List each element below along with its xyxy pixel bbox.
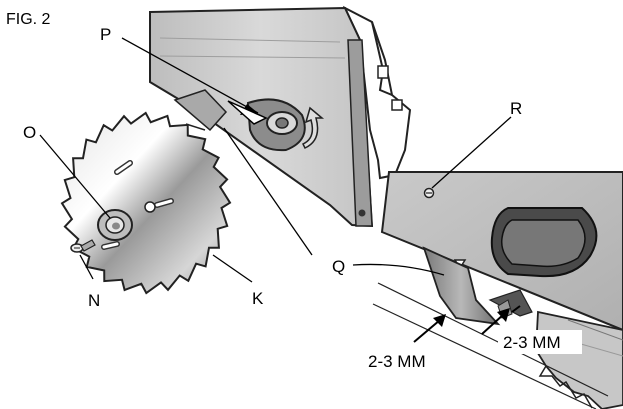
measurement-right: 2-3 MM [503, 333, 561, 352]
label-n: N [88, 291, 100, 310]
base-plate [380, 171, 623, 332]
arrow-p-big-icon [227, 100, 268, 125]
depth-guide-lines [372, 282, 609, 409]
label-o: O [23, 123, 36, 142]
label-p: P [100, 25, 111, 44]
arbor-slot [246, 98, 306, 152]
measurement-left: 2-3 MM [368, 352, 426, 371]
measurement-arrows [413, 305, 521, 343]
label-k: K [252, 289, 264, 308]
measurement-right-bg [498, 330, 582, 354]
rotation-arrow-icon [301, 106, 325, 149]
label-q: Q [332, 257, 345, 276]
label-r: R [510, 99, 522, 118]
screw-part [70, 239, 96, 253]
leader-lines [39, 37, 512, 283]
saw-blade [60, 111, 232, 295]
figure-caption: FIG. 2 [6, 11, 51, 28]
